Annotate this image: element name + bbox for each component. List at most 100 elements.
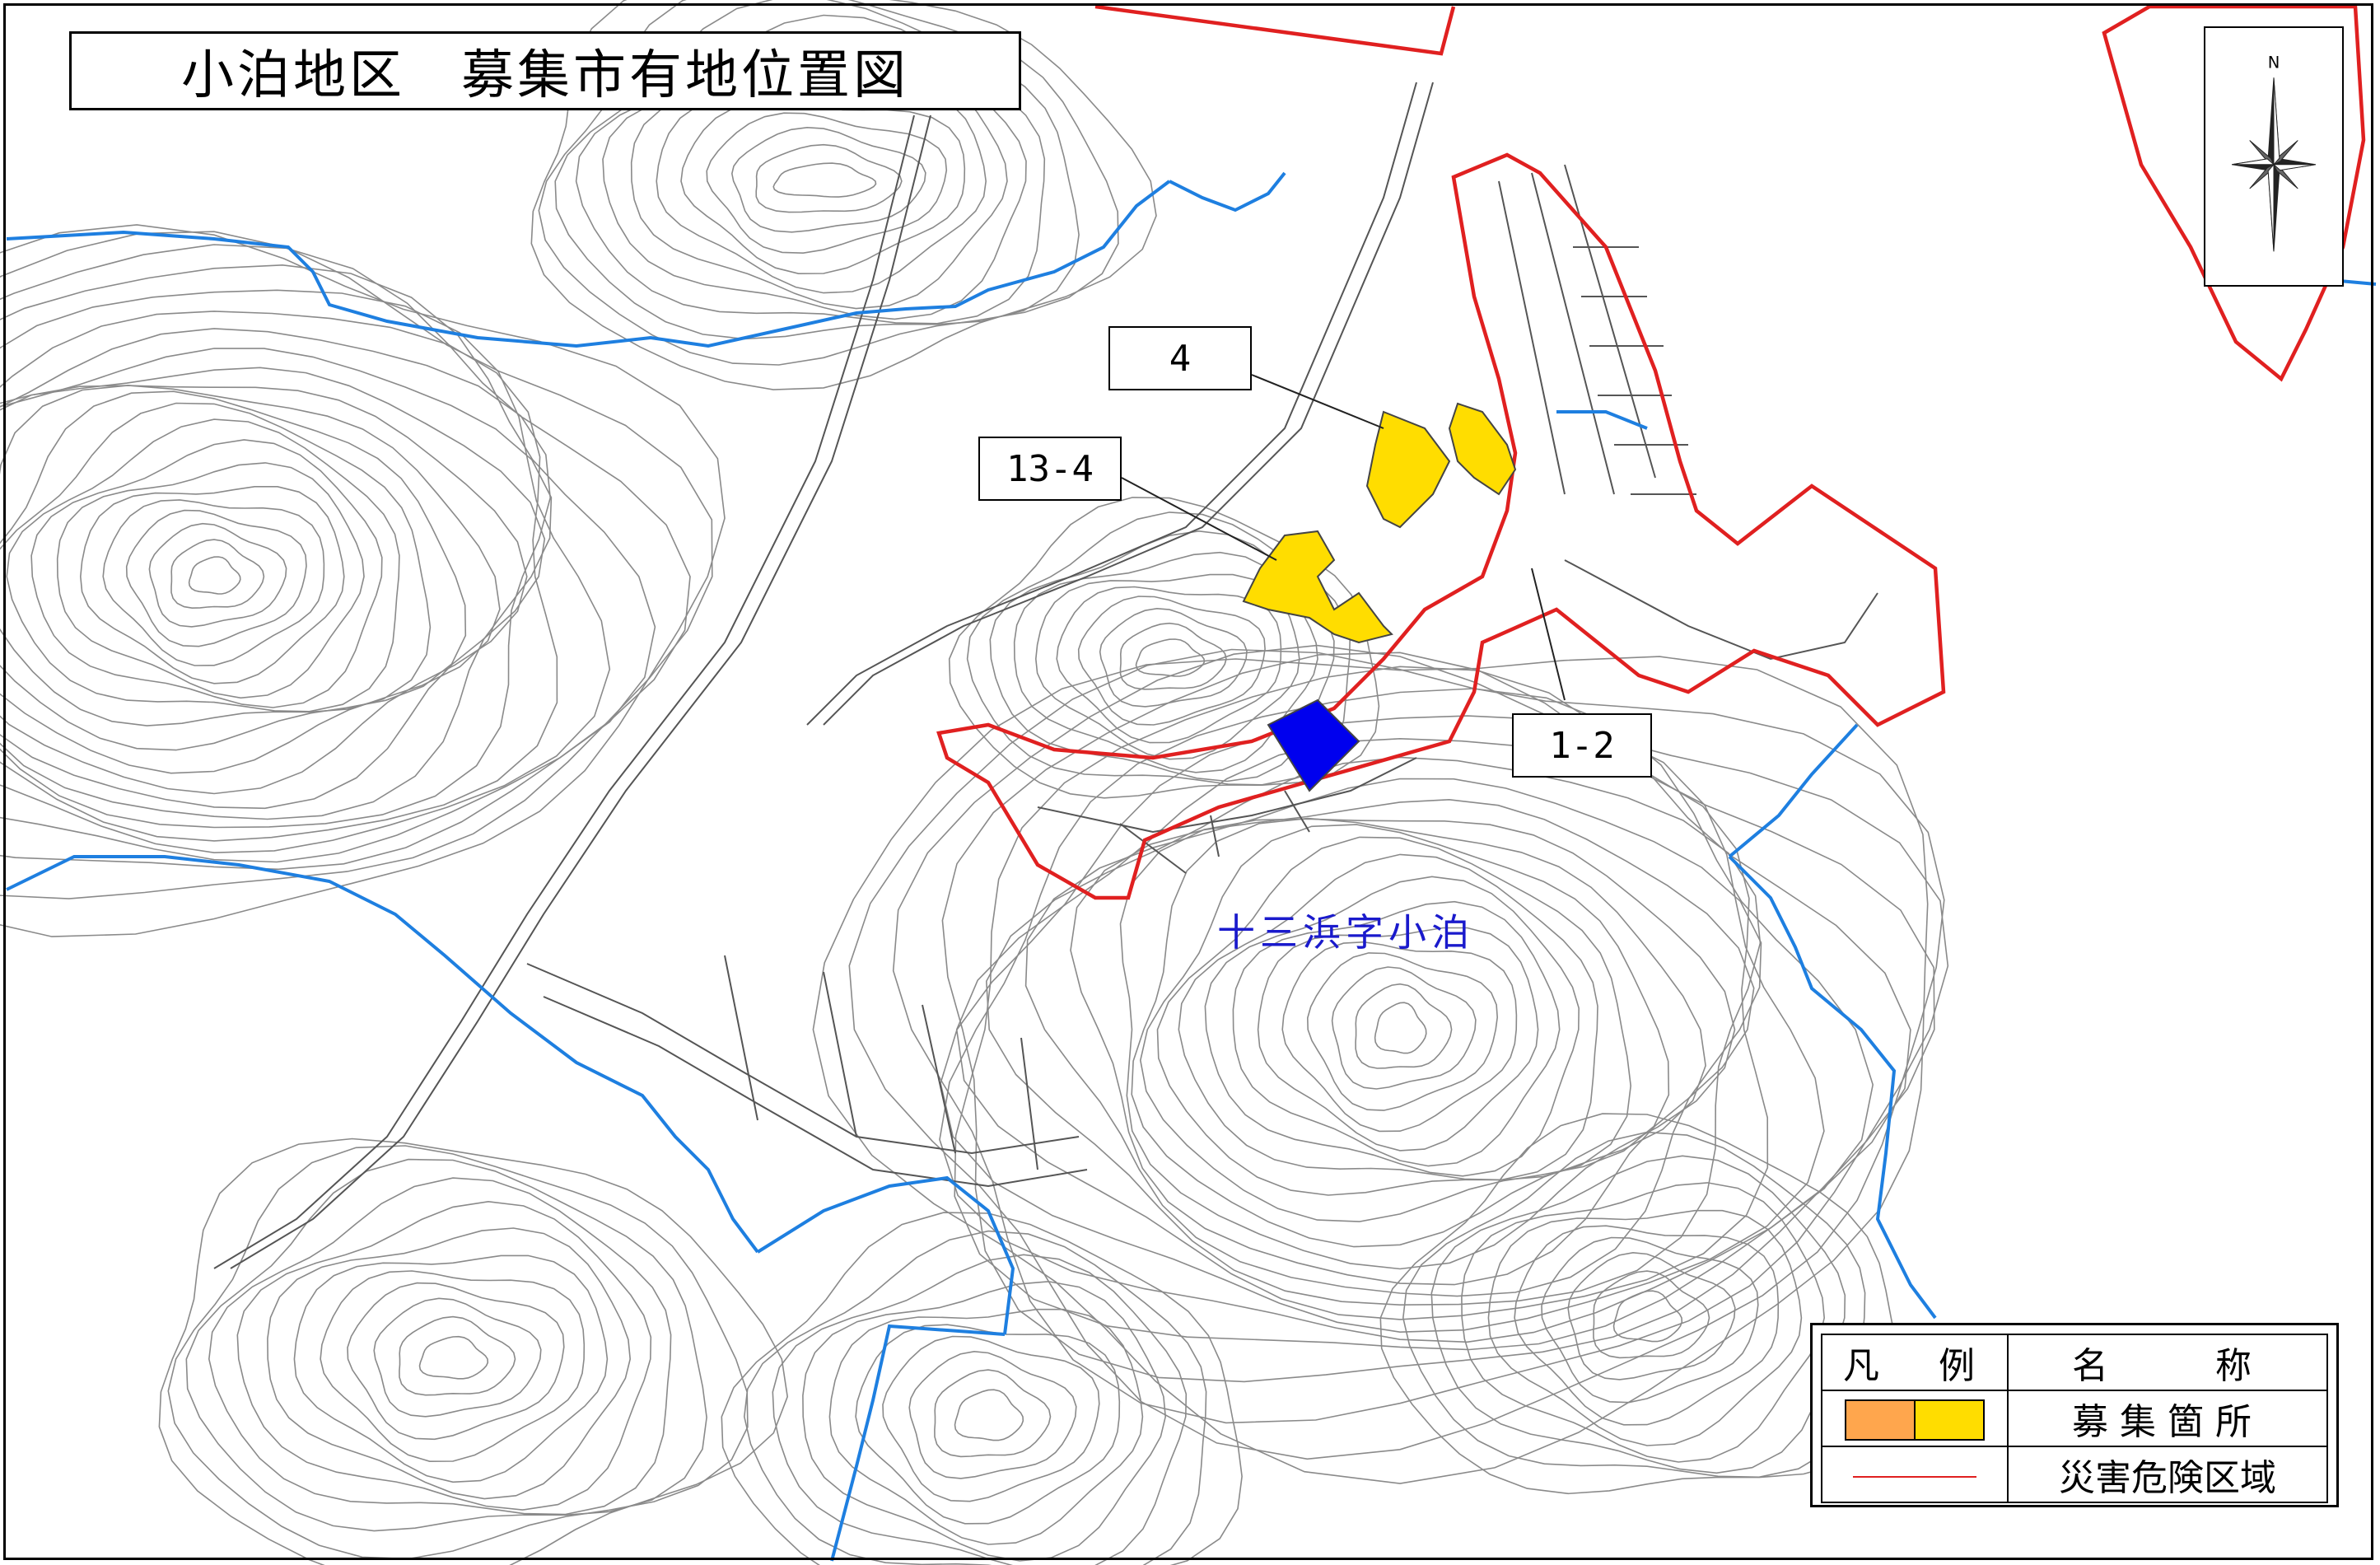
contour-line bbox=[1355, 983, 1453, 1069]
contour-line bbox=[1056, 586, 1282, 744]
contour-line bbox=[1204, 876, 1580, 1177]
contour-line bbox=[1099, 607, 1248, 708]
contour-line bbox=[267, 1227, 632, 1500]
contour-line bbox=[908, 1350, 1077, 1479]
hazard-area-boundaries bbox=[936, 4, 2366, 900]
contour-line bbox=[208, 1177, 672, 1516]
contour-line bbox=[0, 231, 713, 899]
parcel-4-area-east[interactable] bbox=[1448, 402, 1517, 496]
parcel-label-4[interactable]: 4 bbox=[1108, 326, 1252, 390]
parcel-label-1-2[interactable]: 1-2 bbox=[1512, 713, 1652, 778]
contour-line bbox=[934, 1369, 1052, 1458]
contour-line bbox=[0, 385, 501, 774]
swatch-yellow bbox=[1916, 1399, 1985, 1441]
contour-line bbox=[1331, 966, 1477, 1090]
contour-line bbox=[0, 348, 553, 820]
legend: 凡 例 名 称 募集箇所 災害危険区域 bbox=[1810, 1323, 2339, 1507]
contour-line bbox=[1402, 1131, 1866, 1479]
parcel-13-4-area[interactable] bbox=[1242, 530, 1393, 644]
contour-line bbox=[1430, 1155, 1846, 1474]
compass-rose: N bbox=[2204, 26, 2344, 287]
road-line bbox=[526, 963, 1080, 1155]
contour-line bbox=[1461, 1182, 1826, 1463]
contour-line bbox=[102, 499, 325, 666]
contour-line bbox=[1077, 596, 1266, 726]
contour-line bbox=[743, 1230, 1207, 1565]
parcel-4-area[interactable] bbox=[1365, 410, 1451, 529]
contour-line bbox=[940, 715, 1825, 1334]
parcel-leader-lines bbox=[1121, 374, 1566, 701]
contour-line bbox=[1119, 622, 1227, 690]
contour-line bbox=[188, 556, 241, 595]
terrain-contours bbox=[0, 0, 1949, 1565]
contour-line bbox=[1257, 927, 1539, 1152]
contour-line bbox=[399, 1315, 516, 1396]
contour-line bbox=[828, 1308, 1144, 1545]
contour-line bbox=[812, 656, 1929, 1484]
map-title: 小泊地区 募集市有地位置図 bbox=[69, 31, 1021, 110]
contour-line bbox=[0, 311, 558, 842]
road-line bbox=[1119, 790, 1310, 874]
contour-line bbox=[1306, 952, 1499, 1111]
contour-line bbox=[0, 328, 552, 829]
road-line bbox=[1037, 757, 1417, 834]
contour-line bbox=[373, 1297, 542, 1418]
contour-line bbox=[1139, 824, 1670, 1222]
contour-line bbox=[170, 539, 265, 610]
contour-line bbox=[1119, 818, 1736, 1270]
contour-line bbox=[0, 264, 656, 863]
parcel-label-13-4[interactable]: 13-4 bbox=[978, 437, 1122, 501]
contour-line bbox=[125, 509, 307, 647]
contour-line bbox=[730, 126, 926, 233]
contour-line bbox=[0, 244, 691, 871]
contour-line bbox=[0, 385, 528, 795]
contour-line bbox=[948, 497, 1380, 799]
swatch-orange bbox=[1845, 1399, 1916, 1441]
north-letter: N bbox=[2268, 54, 2280, 72]
contour-line bbox=[1567, 1251, 1736, 1380]
contour-line bbox=[680, 100, 966, 275]
contour-line bbox=[1135, 638, 1206, 677]
contour-line bbox=[882, 1335, 1100, 1502]
contour-line bbox=[802, 1281, 1167, 1562]
road-line bbox=[543, 996, 1088, 1188]
road-line bbox=[823, 82, 1434, 726]
contour-line bbox=[0, 224, 726, 937]
contour-line bbox=[954, 1389, 1024, 1441]
contour-line bbox=[966, 512, 1351, 786]
legend-name-recruitment: 募集箇所 bbox=[2007, 1390, 2328, 1447]
hazard-line-sample bbox=[1853, 1475, 1976, 1478]
contour-line bbox=[30, 439, 383, 708]
legend-table: 凡 例 名 称 募集箇所 災害危険区域 bbox=[1821, 1334, 2328, 1503]
contour-line bbox=[530, 0, 1157, 390]
contour-line bbox=[1541, 1236, 1759, 1404]
contour-line bbox=[1374, 1002, 1427, 1054]
roads-and-lots bbox=[213, 82, 1878, 1269]
contour-line bbox=[1178, 853, 1598, 1181]
road-line bbox=[806, 82, 1417, 726]
recruitment-parcels bbox=[1242, 402, 1517, 792]
contour-line bbox=[1514, 1225, 1780, 1426]
parcel-1-2-area[interactable] bbox=[1267, 698, 1360, 792]
district-boundary-lines bbox=[6, 171, 2377, 1562]
contour-line bbox=[721, 1212, 1243, 1565]
contour-line bbox=[855, 1324, 1121, 1525]
contour-line bbox=[1281, 941, 1518, 1133]
contour-line bbox=[941, 652, 1935, 1383]
contour-line bbox=[772, 162, 877, 198]
contour-line bbox=[706, 112, 948, 255]
contour-line bbox=[0, 289, 611, 854]
legend-header-symbol: 凡 例 bbox=[1821, 1334, 2009, 1391]
contour-line bbox=[1024, 778, 1762, 1297]
legend-header-name: 名 称 bbox=[2007, 1334, 2328, 1391]
contour-line bbox=[954, 666, 1911, 1351]
contour-line bbox=[236, 1200, 652, 1511]
road-line bbox=[213, 114, 915, 1269]
contour-line bbox=[79, 486, 345, 684]
contour-line bbox=[939, 688, 1874, 1343]
road-line bbox=[724, 955, 1038, 1170]
contour-line bbox=[755, 143, 903, 213]
legend-name-hazard: 災害危険区域 bbox=[2007, 1446, 2328, 1503]
contour-line bbox=[1070, 798, 1755, 1286]
